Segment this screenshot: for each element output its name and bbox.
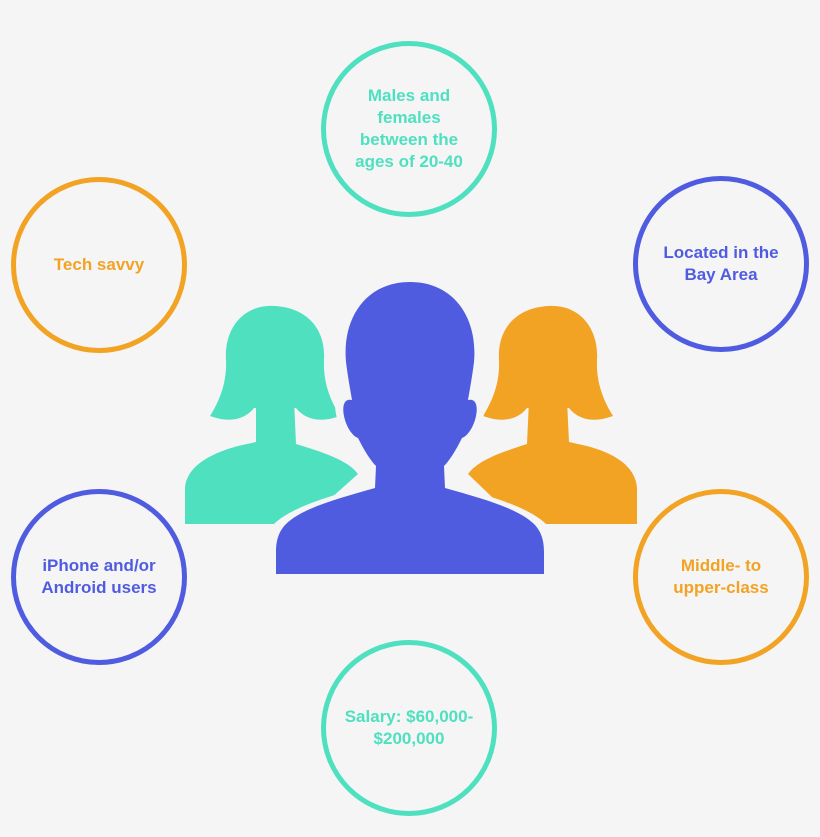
trait-label-salary: Salary: $60,000- $200,000 (344, 707, 474, 748)
trait-circle-class: Middle- to upper-class (633, 489, 809, 665)
trait-label-device: iPhone and/or Android users (41, 556, 157, 597)
trait-label-location: Located in the Bay Area (663, 243, 779, 284)
trait-label-age: Males and females between the ages of 20… (355, 86, 463, 171)
trait-label-class: Middle- to upper-class (673, 556, 769, 597)
trait-circle-salary: Salary: $60,000- $200,000 (321, 640, 497, 816)
woman-right-icon (468, 305, 637, 524)
trait-circle-location: Located in the Bay Area (633, 176, 809, 352)
woman-left-body (185, 400, 358, 524)
woman-right-body (468, 400, 637, 524)
woman-left-icon (185, 305, 358, 524)
trait-circle-device: iPhone and/or Android users (11, 489, 187, 665)
trait-circle-age: Males and females between the ages of 20… (321, 41, 497, 217)
woman-right-hair (483, 305, 613, 420)
woman-left-hair (210, 305, 340, 420)
trait-label-tech: Tech savvy (53, 255, 145, 274)
people-group-icon (185, 278, 637, 578)
man-center-icon (276, 282, 544, 574)
trait-circle-tech: Tech savvy (11, 177, 187, 353)
